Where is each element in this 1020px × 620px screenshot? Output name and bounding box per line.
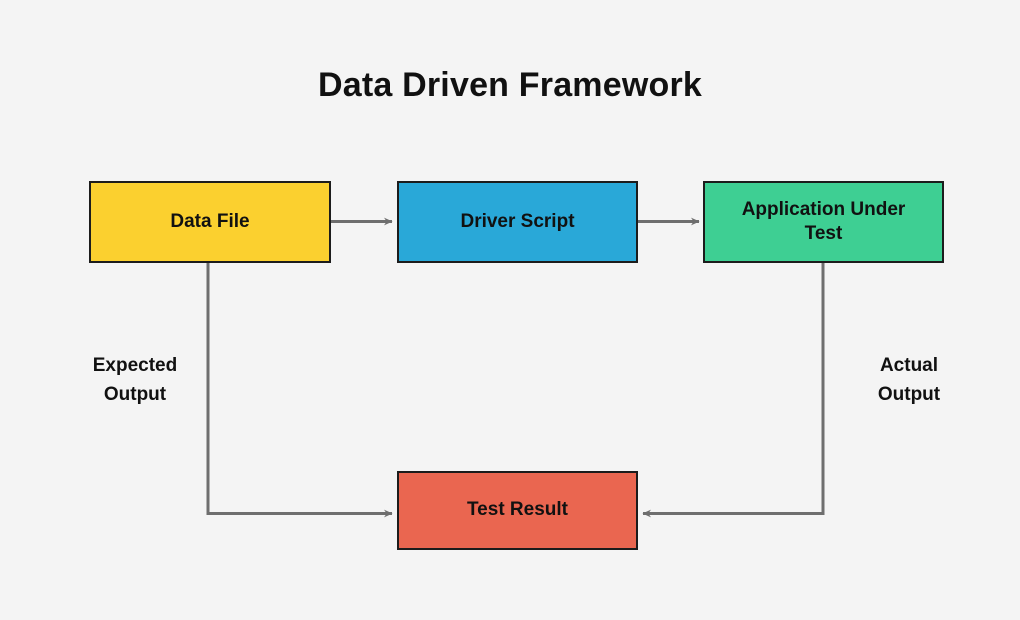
edge-label-actual-output: Actual Output (877, 355, 941, 405)
node-application-under-test[interactable]: Application Under Test (703, 181, 944, 263)
node-application-under-test-label: Application Under Test (741, 198, 906, 244)
node-test-result-label: Test Result (466, 499, 568, 521)
node-driver-script-label: Driver Script (460, 210, 575, 232)
connector-app-under-test-to-test-result (642, 263, 825, 518)
node-driver-script[interactable]: Driver Script (397, 181, 638, 263)
node-test-result[interactable]: Test Result (397, 471, 638, 550)
diagram-title: Data Driven Framework (317, 66, 702, 104)
node-data-file[interactable]: Data File (89, 181, 331, 263)
connector-data-file-to-test-result (206, 263, 393, 518)
node-data-file-label: Data File (170, 210, 250, 232)
edge-label-expected-output: Expected Output (92, 355, 178, 405)
